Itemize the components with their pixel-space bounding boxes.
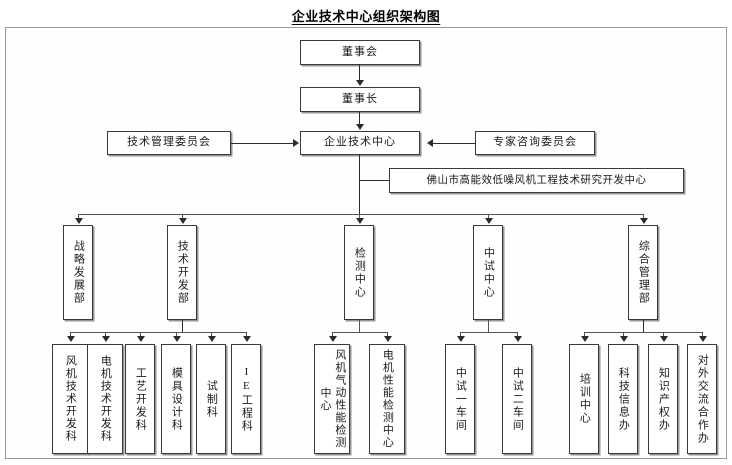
arrow-board-to-chairman (356, 80, 364, 86)
node-tech-management-committee[interactable]: 技术管理委员会 (107, 131, 231, 155)
node-ip-office[interactable]: 知识产权办 (648, 344, 678, 454)
node-enterprise-tech-center[interactable]: 企业技术中心 (300, 131, 420, 155)
node-trial-production[interactable]: 试制科 (196, 344, 226, 454)
drop-motor-tech-dev (105, 332, 106, 338)
connector-chairman-to-center (359, 112, 360, 126)
drop-sci-tech-info (623, 332, 624, 338)
node-training-center[interactable]: 培训中心 (569, 344, 599, 454)
arrow-to-testing (356, 218, 364, 224)
drop-trial-production (211, 332, 212, 338)
drop-tech-dev (182, 214, 183, 220)
node-ie-engineering[interactable]: IE工程科 (231, 344, 261, 454)
connector-expert-committee-to-center (433, 143, 475, 144)
chart-frame: 董事会 董事长 企业技术中心 技术管理委员会 专家咨询委员会 佛山市高能效低噪风… (5, 27, 727, 459)
drop-process-dev (140, 332, 141, 338)
node-admin-dept[interactable]: 综合管理部 (628, 225, 658, 320)
arrow-to-mold-design (173, 336, 181, 342)
node-expert-advisory-committee[interactable]: 专家咨询委员会 (475, 131, 595, 155)
arrow-to-trial-production (208, 336, 216, 342)
drop-mold-design (176, 332, 177, 338)
node-board[interactable]: 董事会 (300, 40, 420, 65)
node-tech-dev-dept[interactable]: 技术开发部 (167, 225, 197, 320)
arrow-to-motor-tech-dev (102, 336, 110, 342)
node-motor-perf-test[interactable]: 电机性能检测中心 (369, 344, 405, 454)
node-motor-tech-dev[interactable]: 电机技术开发科 (87, 344, 123, 454)
connector-center-to-research (359, 180, 390, 181)
drop-ip-office (663, 332, 664, 338)
arrow-chairman-to-center (356, 124, 364, 130)
drop-motor-perf-test (387, 332, 388, 338)
node-process-dev[interactable]: 工艺开发科 (125, 344, 155, 454)
arrow-to-fan-tech-dev (67, 336, 75, 342)
arrow-to-fan-aero-test (329, 336, 337, 342)
node-pilot-center[interactable]: 中试中心 (473, 225, 503, 320)
arrow-to-motor-perf-test (384, 336, 392, 342)
node-pilot-workshop-2[interactable]: 中试二车间 (502, 344, 532, 454)
arrow-to-strategy (75, 218, 83, 224)
arrow-expert-committee-to-center (427, 139, 433, 147)
arrow-to-tech-dev (179, 218, 187, 224)
node-research-center[interactable]: 佛山市高能效低噪风机工程技术研究开发中心 (389, 168, 684, 193)
connector-board-to-chairman (359, 65, 360, 82)
distribution-bar-pilot (460, 332, 517, 333)
node-pilot-workshop-1[interactable]: 中试一车间 (445, 344, 475, 454)
node-fan-tech-dev[interactable]: 风机技术开发科 (52, 344, 88, 454)
arrow-to-sci-tech-info (620, 336, 628, 342)
connector-tech-committee-to-center (231, 143, 293, 144)
arrow-to-training-center (581, 336, 589, 342)
arrow-to-external-coop (699, 336, 707, 342)
drop-admin-to-bar (643, 320, 644, 332)
arrow-to-process-dev (137, 336, 145, 342)
connector-center-spine (359, 155, 360, 214)
drop-tech-dev-to-bar (182, 320, 183, 332)
arrow-to-ip-office (660, 336, 668, 342)
arrow-to-pilot (485, 218, 493, 224)
drop-pilot-workshop-1 (460, 332, 461, 338)
drop-testing (359, 214, 360, 220)
drop-pilot-workshop-2 (517, 332, 518, 338)
drop-strategy (78, 214, 79, 220)
drop-fan-aero-test (332, 332, 333, 338)
drop-pilot-to-bar (488, 320, 489, 332)
arrow-tech-committee-to-center (293, 139, 299, 147)
arrow-to-ie-engineering (243, 336, 251, 342)
node-strategy-dept[interactable]: 战略发展部 (63, 225, 93, 320)
node-fan-aero-test[interactable]: 风机气动性能检测中心 (314, 344, 350, 454)
arrow-to-pilot-workshop-2 (514, 336, 522, 342)
node-mold-design[interactable]: 模具设计科 (161, 344, 191, 454)
node-sci-tech-info[interactable]: 科技信息办 (608, 344, 638, 454)
drop-testing-to-bar (359, 320, 360, 332)
distribution-bar-testing (332, 332, 387, 333)
arrow-to-admin (640, 218, 648, 224)
node-testing-center[interactable]: 检测中心 (344, 225, 374, 320)
node-external-coop[interactable]: 对外交流合作办 (687, 344, 717, 454)
drop-admin (643, 214, 644, 220)
drop-training-center (584, 332, 585, 338)
drop-external-coop (702, 332, 703, 338)
drop-ie-engineering (246, 332, 247, 338)
page-title: 企业技术中心组织架构图 (291, 9, 441, 24)
distribution-bar-admin (584, 332, 702, 333)
node-chairman[interactable]: 董事长 (300, 87, 420, 112)
distribution-bar-departments (78, 214, 644, 215)
drop-fan-tech-dev (70, 332, 71, 338)
distribution-bar-tech-dev (70, 332, 246, 333)
arrow-to-pilot-workshop-1 (457, 336, 465, 342)
drop-pilot (488, 214, 489, 220)
